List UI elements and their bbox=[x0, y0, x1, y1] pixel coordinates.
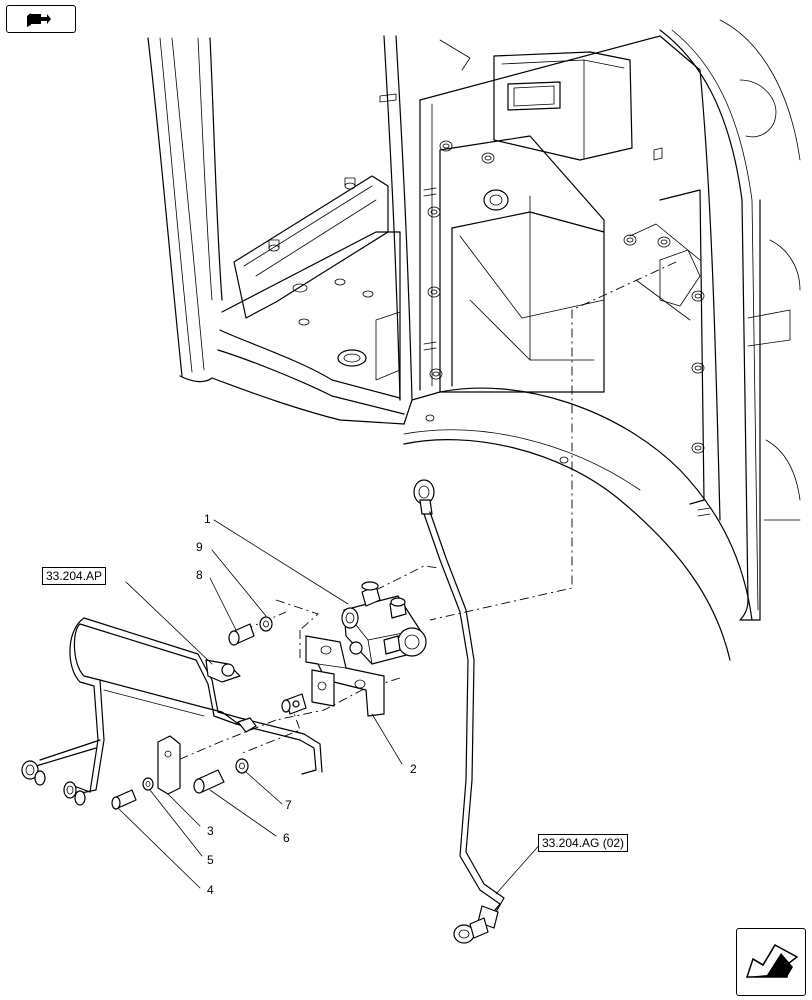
callout-8: 8 bbox=[196, 568, 203, 582]
next-page-arrow-glyph bbox=[745, 943, 799, 978]
callout-6: 6 bbox=[283, 831, 290, 845]
fasteners bbox=[111, 616, 307, 810]
pipe-right bbox=[413, 479, 505, 944]
brake-valve bbox=[341, 581, 427, 665]
next-page-arrow-icon[interactable] bbox=[736, 928, 806, 996]
callout-7: 7 bbox=[285, 798, 292, 812]
callout-4: 4 bbox=[207, 883, 214, 897]
bracket bbox=[305, 635, 385, 717]
callout-9: 9 bbox=[196, 540, 203, 554]
leader-lines bbox=[117, 519, 543, 895]
callout-1: 1 bbox=[204, 512, 211, 526]
book-arrow-glyph bbox=[27, 13, 51, 27]
callout-5: 5 bbox=[207, 853, 214, 867]
reference-33-204-ap[interactable]: 33.204.AP bbox=[42, 567, 107, 585]
callout-2: 2 bbox=[410, 762, 417, 776]
callout-3: 3 bbox=[207, 824, 214, 838]
pipe-assembly-left bbox=[21, 617, 323, 806]
assembly-lines bbox=[159, 261, 677, 773]
book-arrow-icon[interactable] bbox=[6, 5, 76, 33]
reference-33-204-ag-02[interactable]: 33.204.AG (02) bbox=[538, 834, 629, 852]
cab-structure bbox=[147, 19, 801, 661]
